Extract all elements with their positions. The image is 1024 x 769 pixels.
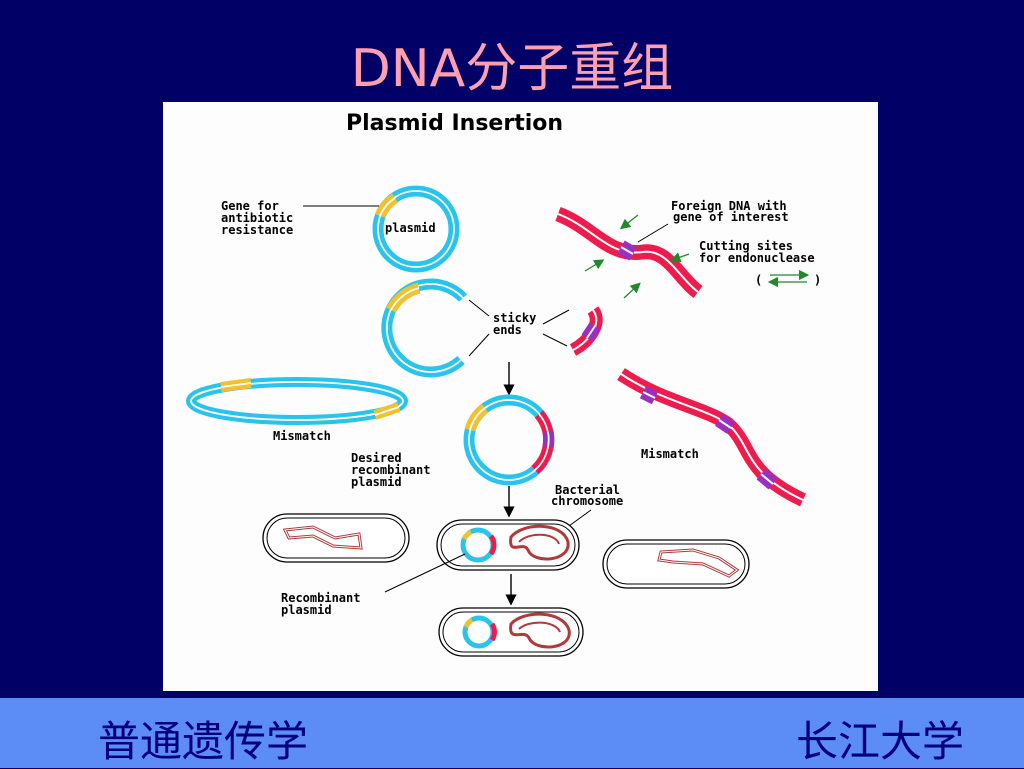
bacterial-cell-4 [438, 607, 584, 657]
mismatch-plasmid [186, 377, 408, 425]
university-name: 长江大学 [795, 717, 964, 766]
cutting-site-arrows [584, 214, 690, 299]
plasmid-ring [372, 185, 460, 273]
bacterial-cell-3 [602, 539, 750, 589]
desired-label-line3: plasmid [351, 475, 402, 489]
gene-label-line1: Gene for [221, 199, 279, 213]
recombinant-pointer-line [384, 553, 466, 593]
sticky-ends-pointers [468, 299, 570, 357]
gene-label-line3: resistance [221, 223, 293, 237]
sticky-ends-label-line1: sticky [493, 311, 536, 325]
diagram-panel: Plasmid Insertion plasmid Gene for antib… [163, 102, 878, 691]
cutting-sites-label-line2: for endonuclease [699, 251, 815, 265]
mismatch-left-label: Mismatch [273, 429, 331, 443]
cutting-sites-label-line1: Cutting sites [699, 239, 793, 253]
desired-label-line1: Desired [351, 451, 402, 465]
paren-open: ( [755, 273, 762, 287]
footer-bar: 普通遗传学 长江大学 [0, 698, 1024, 768]
desired-recombinant-plasmid [463, 394, 555, 486]
foreign-dna-label-line1: Foreign DNA with [671, 199, 787, 213]
sticky-ends-label-line2: ends [493, 323, 522, 337]
bacterial-cell-1 [262, 513, 410, 563]
desired-label-line2: recombinant [351, 463, 430, 477]
plasmid-label: plasmid [385, 221, 436, 235]
bacterial-cell-2 [436, 519, 580, 571]
foreign-dna-strand [555, 206, 703, 298]
bacterial-label-line1: Bacterial [555, 483, 620, 497]
paren-close: ) [814, 273, 821, 287]
foreign-dna-pointer-line [637, 223, 669, 243]
slide-title: DNA分子重组 [350, 39, 674, 99]
mismatch-right-label: Mismatch [641, 447, 699, 461]
cut-plasmid [381, 278, 468, 378]
diagram-title: Plasmid Insertion [346, 111, 563, 136]
foreign-dna-fragment [569, 306, 603, 356]
recombinant-label-line2: plasmid [281, 603, 332, 617]
course-name: 普通遗传学 [98, 717, 309, 766]
plasmid-insertion-diagram: Plasmid Insertion plasmid Gene for antib… [186, 111, 821, 657]
recombinant-label-line1: Recombinant [281, 591, 360, 605]
mismatch-dna-strand [617, 368, 807, 507]
foreign-dna-label-line2: gene of interest [673, 210, 789, 224]
bacterial-label-line2: chromosome [551, 494, 623, 508]
gene-label-line2: antibiotic [221, 211, 293, 225]
